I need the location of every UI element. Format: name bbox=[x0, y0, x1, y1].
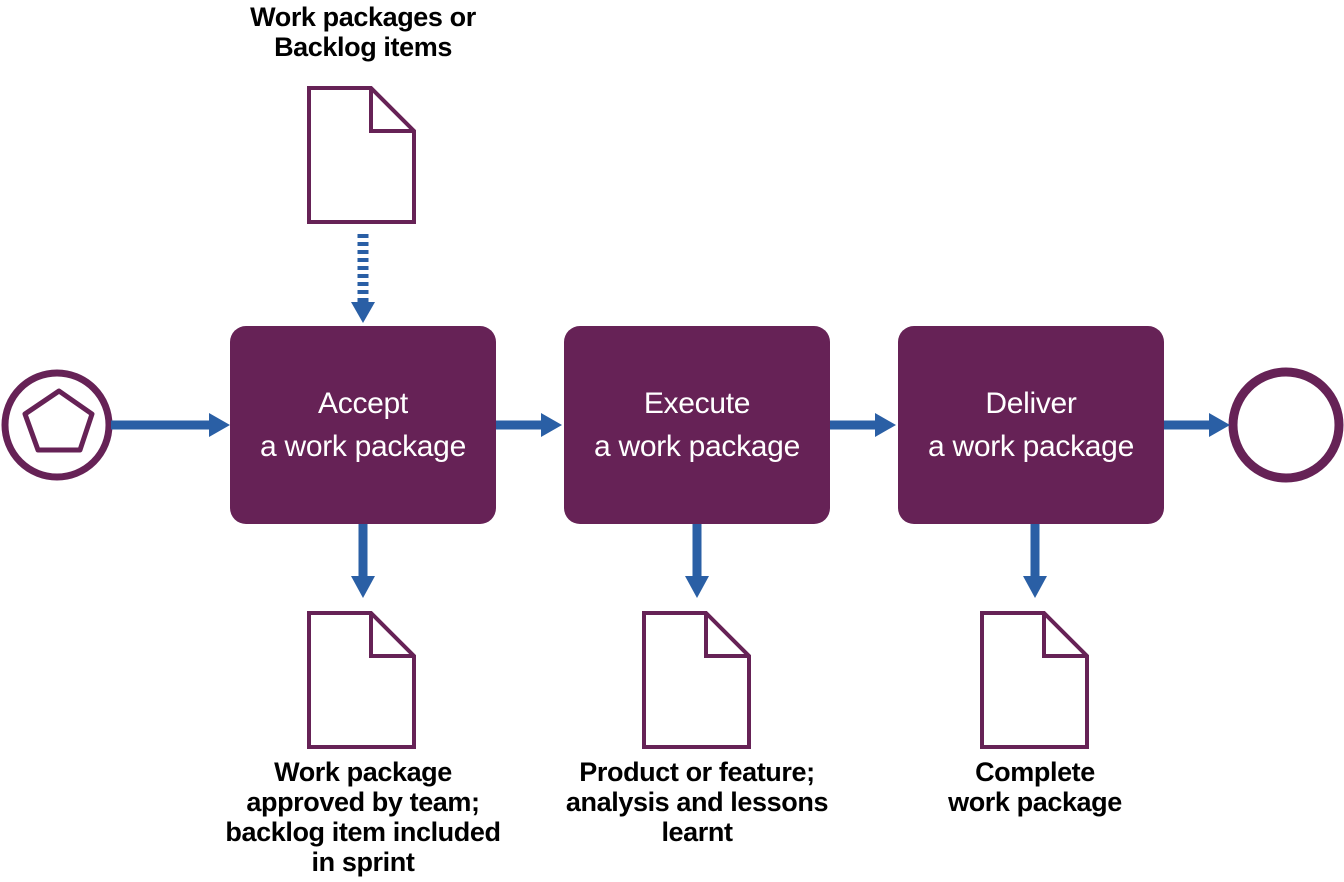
output-label-line: learnt bbox=[661, 817, 733, 847]
input-document-label-line: Work packages or bbox=[250, 2, 476, 32]
sequence-flow-deliver-to-end bbox=[1164, 413, 1230, 437]
output-label-execute: Product or feature; analysis and lessons… bbox=[542, 757, 852, 847]
output-label-line: analysis and lessons bbox=[565, 787, 829, 817]
output-arrow-execute bbox=[685, 524, 709, 598]
input-association-arrow bbox=[351, 234, 375, 323]
output-label-line: in sprint bbox=[311, 847, 415, 877]
output-document-icon-deliver bbox=[980, 611, 1089, 749]
input-document-label-line: Backlog items bbox=[274, 32, 452, 62]
output-label-line: backlog item included bbox=[225, 817, 501, 847]
start-event bbox=[1, 369, 113, 481]
sequence-flow-start-to-accept bbox=[111, 413, 230, 437]
output-arrow-deliver bbox=[1023, 524, 1047, 598]
circle-icon bbox=[1228, 367, 1344, 483]
output-document-icon-execute bbox=[642, 611, 751, 749]
pentagon-icon bbox=[22, 388, 95, 453]
process-accept-title: Accept bbox=[318, 387, 408, 420]
process-accept-subtitle: a work package bbox=[260, 430, 466, 463]
output-label-deliver: Complete work package bbox=[905, 757, 1165, 817]
output-label-line: Product or feature; bbox=[579, 757, 815, 787]
process-execute-subtitle: a work package bbox=[594, 430, 800, 463]
output-arrow-accept bbox=[351, 524, 375, 598]
start-event-circle bbox=[1, 369, 113, 481]
output-label-accept: Work package approved by team; backlog i… bbox=[197, 757, 529, 877]
output-document-icon-accept bbox=[307, 611, 416, 749]
sequence-flow-accept-to-execute bbox=[496, 413, 562, 437]
output-label-line: approved by team; bbox=[246, 787, 480, 817]
input-document-icon bbox=[307, 86, 416, 224]
process-deliver-title: Deliver bbox=[985, 387, 1077, 420]
process-deliver-box: Deliver a work package bbox=[898, 326, 1164, 524]
output-label-line: work package bbox=[948, 787, 1122, 817]
input-document-label: Work packages or Backlog items bbox=[207, 2, 519, 62]
process-deliver-subtitle: a work package bbox=[928, 430, 1134, 463]
process-execute-title: Execute bbox=[643, 387, 751, 420]
process-accept-box: Accept a work package bbox=[230, 326, 496, 524]
process-execute-box: Execute a work package bbox=[564, 326, 830, 524]
output-label-line: Work package bbox=[274, 757, 452, 787]
output-label-line: Complete bbox=[975, 757, 1095, 787]
end-event bbox=[1228, 367, 1344, 483]
sequence-flow-execute-to-deliver bbox=[830, 413, 896, 437]
